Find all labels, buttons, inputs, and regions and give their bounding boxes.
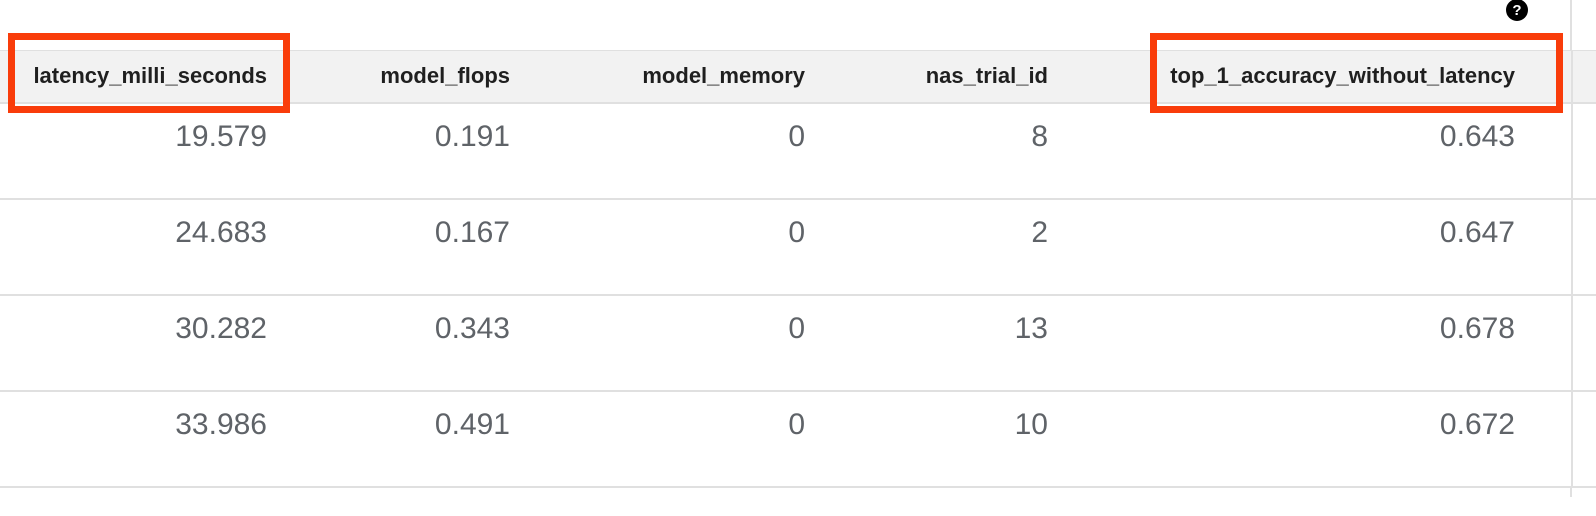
help-icon-glyph: ? — [1512, 1, 1522, 19]
cell-model-memory: 0 — [534, 390, 829, 488]
column-header-nas-trial-id[interactable]: nas_trial_id — [829, 50, 1072, 104]
cell-model-flops: 0.167 — [291, 198, 534, 296]
cell-latency: 24.683 — [0, 198, 291, 296]
column-header-latency-milli-seconds[interactable]: latency_milli_seconds — [0, 50, 291, 104]
cell-top-1-accuracy: 0.643 — [1072, 102, 1572, 200]
cell-nas-trial-id: 2 — [829, 198, 1072, 296]
cell-top-1-accuracy: 0.672 — [1072, 390, 1572, 488]
cell-partial — [1571, 294, 1596, 392]
cell-nas-trial-id: 10 — [829, 390, 1072, 488]
table-row: 30.282 0.343 0 13 0.678 — [0, 294, 1596, 392]
metrics-table: latency_milli_seconds model_flops model_… — [0, 50, 1596, 488]
column-header-top-1-accuracy-without-latency[interactable]: top_1_accuracy_without_latency — [1072, 50, 1572, 104]
cell-top-1-accuracy: 0.678 — [1072, 294, 1572, 392]
column-header-model-flops[interactable]: model_flops — [291, 50, 534, 104]
cell-nas-trial-id: 13 — [829, 294, 1072, 392]
help-icon[interactable]: ? — [1506, 0, 1528, 21]
table-row: 19.579 0.191 0 8 0.643 — [0, 102, 1596, 200]
cell-latency: 30.282 — [0, 294, 291, 392]
table-row: 24.683 0.167 0 2 0.647 — [0, 198, 1596, 296]
cell-model-flops: 0.491 — [291, 390, 534, 488]
cell-model-memory: 0 — [534, 102, 829, 200]
cell-partial — [1571, 390, 1596, 488]
cell-model-memory: 0 — [534, 294, 829, 392]
cell-top-1-accuracy: 0.647 — [1072, 198, 1572, 296]
cell-partial — [1571, 102, 1596, 200]
cell-model-memory: 0 — [534, 198, 829, 296]
table-row: 33.986 0.491 0 10 0.672 — [0, 390, 1596, 488]
cell-nas-trial-id: 8 — [829, 102, 1072, 200]
column-header-model-memory[interactable]: model_memory — [534, 50, 829, 104]
column-header-partial — [1571, 50, 1596, 104]
cell-model-flops: 0.191 — [291, 102, 534, 200]
header-row: latency_milli_seconds model_flops model_… — [0, 50, 1596, 104]
cell-latency: 19.579 — [0, 102, 291, 200]
cell-latency: 33.986 — [0, 390, 291, 488]
cell-model-flops: 0.343 — [291, 294, 534, 392]
cell-partial — [1571, 198, 1596, 296]
